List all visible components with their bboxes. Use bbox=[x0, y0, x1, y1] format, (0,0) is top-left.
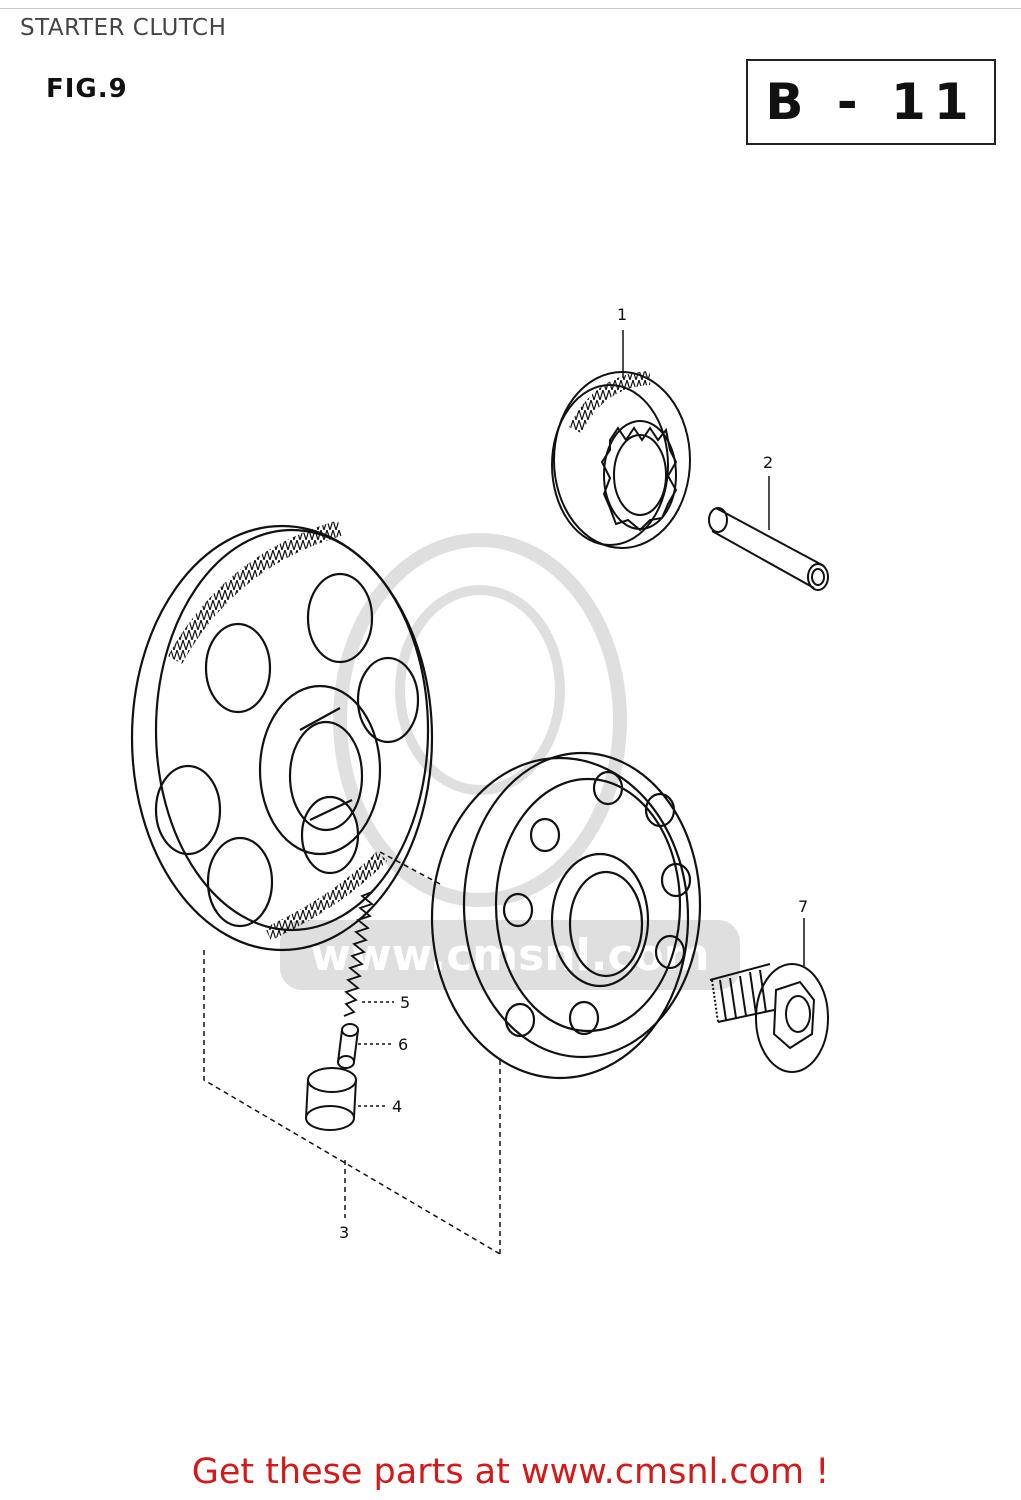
page-title: STARTER CLUTCH bbox=[20, 15, 227, 41]
part-6-plunger bbox=[337, 1023, 359, 1069]
part-4-roller bbox=[305, 1067, 357, 1131]
callout-7: 7 bbox=[798, 897, 808, 916]
starter-clutch-body bbox=[430, 751, 702, 1080]
parts-store-link[interactable]: Get these parts at www.cmsnl.com ! bbox=[191, 1452, 830, 1492]
top-rule bbox=[0, 8, 1021, 9]
callout-1: 1 bbox=[617, 305, 627, 324]
part-2-shaft bbox=[708, 507, 829, 591]
part-1-idler-gear bbox=[551, 371, 691, 549]
callout-2: 2 bbox=[763, 453, 773, 472]
callout-4: 4 bbox=[392, 1097, 402, 1116]
figure-label: FIG.9 bbox=[46, 74, 128, 104]
section-code-box: B - 11 bbox=[746, 59, 996, 145]
section-code: B - 11 bbox=[765, 73, 977, 131]
part-7-bolt bbox=[709, 963, 829, 1073]
assembly-bracket-3 bbox=[203, 851, 501, 1255]
part-5-spring bbox=[343, 891, 374, 1017]
callout-3: 3 bbox=[339, 1223, 349, 1242]
starter-driven-gear bbox=[130, 520, 434, 952]
callout-6: 6 bbox=[398, 1035, 408, 1054]
watermark-logo: www.cmsnl.com bbox=[280, 533, 740, 990]
callout-5: 5 bbox=[400, 993, 410, 1012]
